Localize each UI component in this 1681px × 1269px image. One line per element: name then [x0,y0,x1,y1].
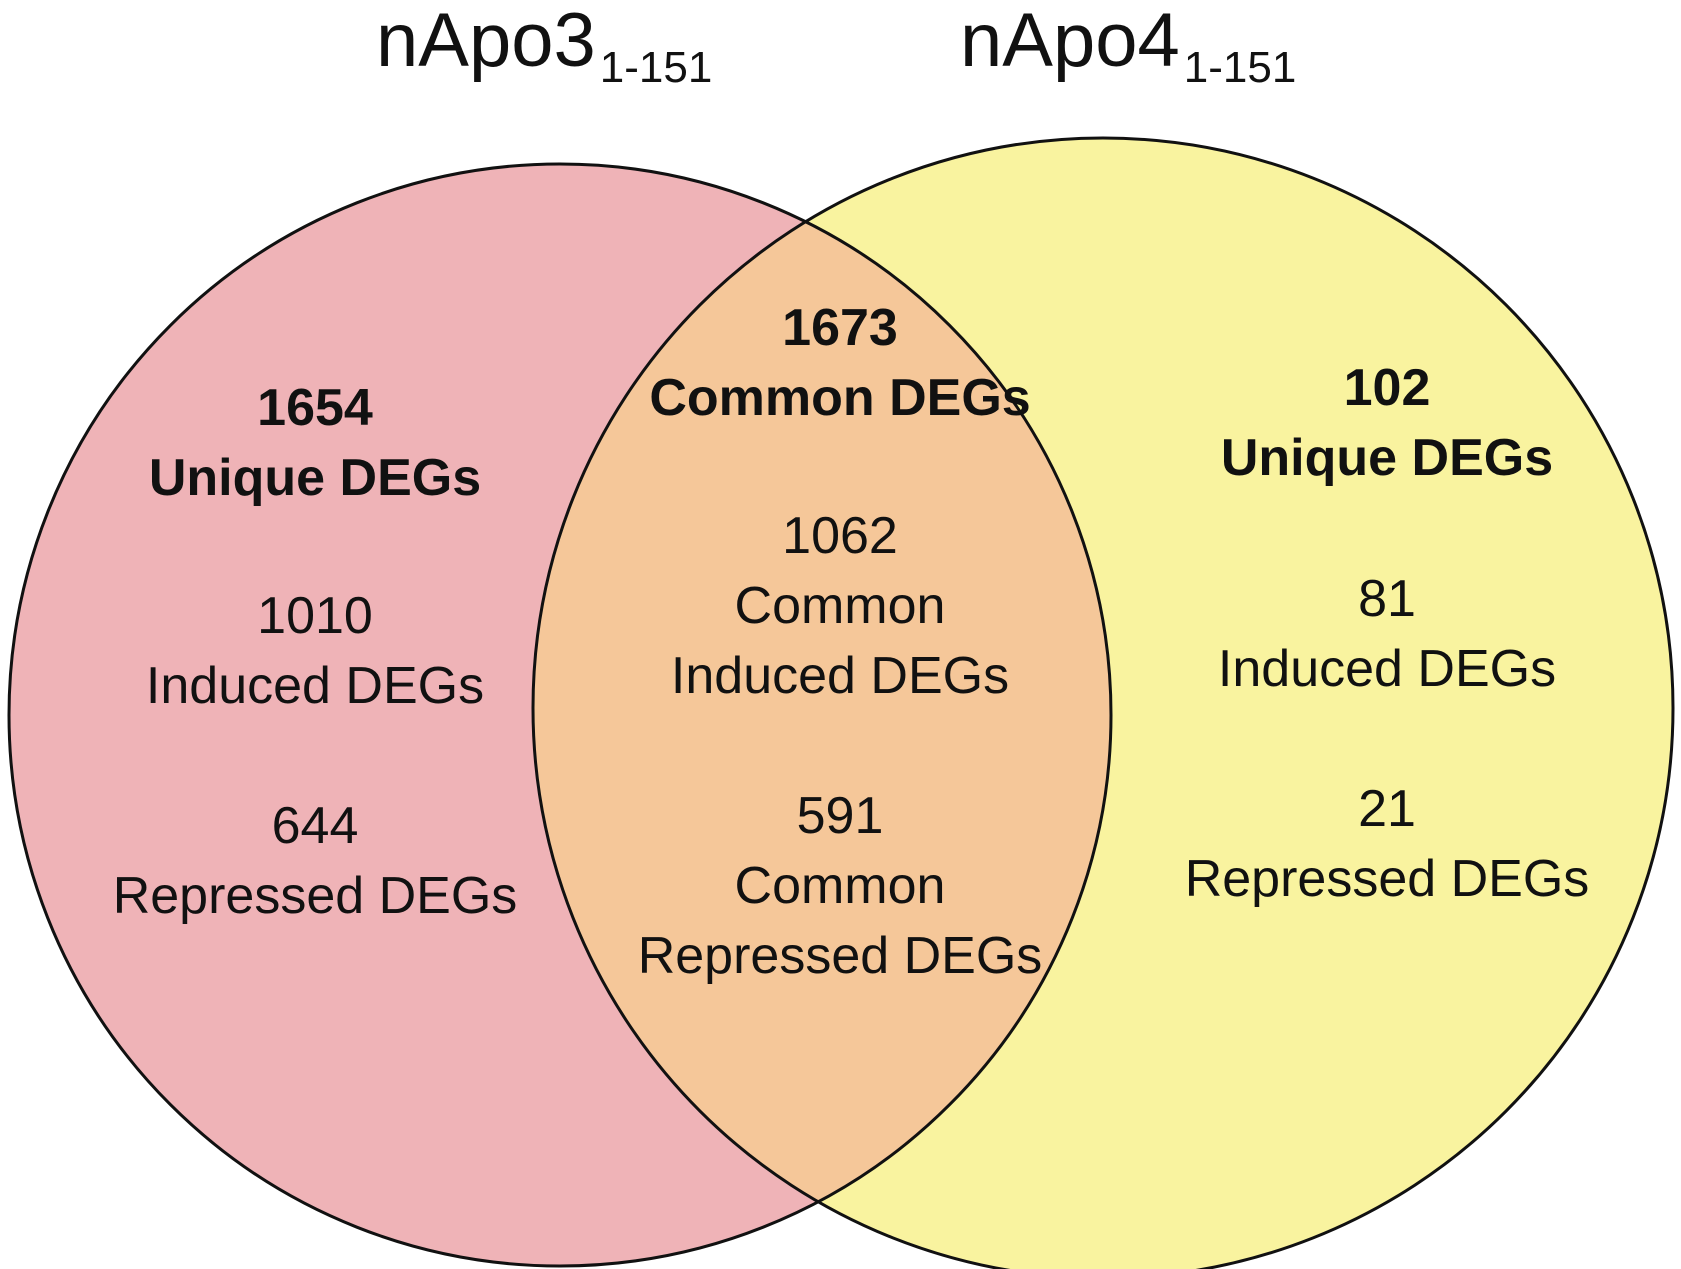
common-repressed-label-1: Common [735,857,946,915]
left-unique-count: 1654 [257,379,373,437]
common-label: Common DEGs [649,369,1030,427]
common-repressed-label-2: Repressed DEGs [638,927,1043,985]
common-count: 1673 [782,299,898,357]
left-induced-count: 1010 [257,587,373,645]
right-repressed-count: 21 [1358,780,1416,838]
set-right-subscript: 1-151 [1184,43,1297,92]
common-repressed-count: 591 [797,787,884,845]
right-repressed-label: Repressed DEGs [1185,850,1590,908]
left-unique-label: Unique DEGs [149,449,481,507]
set-left-subscript: 1-151 [600,43,713,92]
right-unique-count: 102 [1344,359,1431,417]
left-repressed-label: Repressed DEGs [113,867,518,925]
left-repressed-count: 644 [272,797,359,855]
set-right-outline [531,136,1675,1269]
set-right-title: nApo41-151 [960,0,1296,92]
right-unique-label: Unique DEGs [1221,429,1553,487]
common-induced-count: 1062 [782,507,898,565]
left-induced-label: Induced DEGs [146,657,484,715]
common-induced-label-2: Induced DEGs [671,647,1009,705]
set-left-name: nApo3 [376,0,596,83]
set-left-outline [7,162,1113,1268]
set-right-name: nApo4 [960,0,1180,83]
set-left-title: nApo31-151 [376,0,712,92]
right-induced-count: 81 [1358,570,1416,628]
overlap-region [533,164,1111,1266]
common-induced-label-1: Common [735,577,946,635]
right-induced-label: Induced DEGs [1218,640,1556,698]
